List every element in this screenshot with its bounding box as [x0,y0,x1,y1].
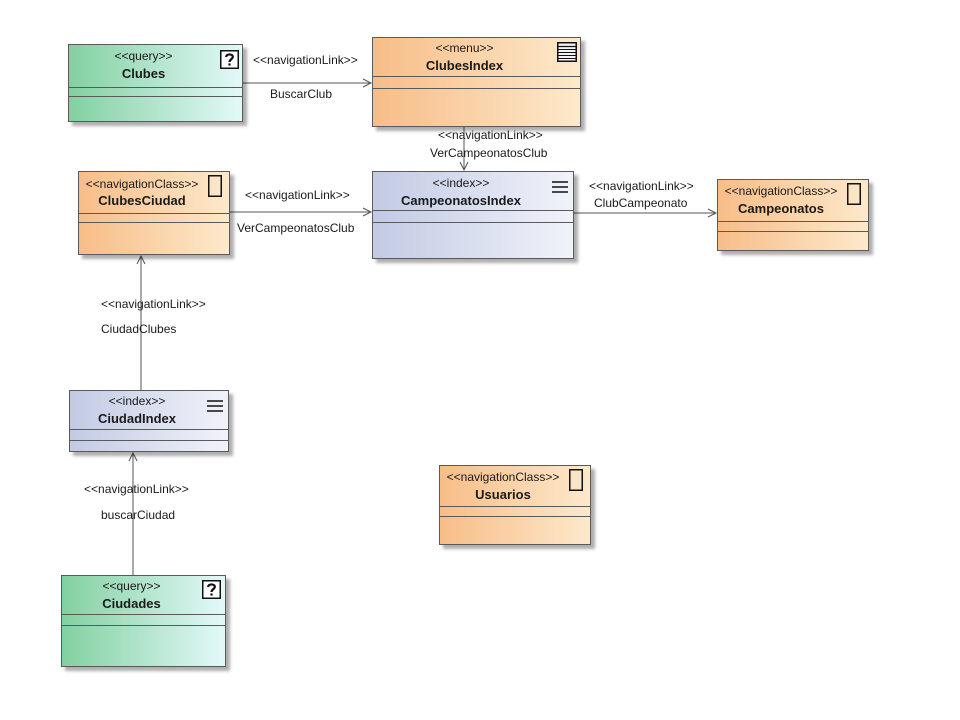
navigation-class-icon [208,175,222,197]
link-name-club-campeonato: ClubCampeonato [594,196,688,210]
question-icon [202,580,221,599]
compartment-divider [69,87,242,88]
node-usuarios: <<navigationClass>> Usuarios [439,465,591,545]
node-stereotype: <<navigationClass>> [724,184,838,198]
compartment-divider [373,210,573,211]
compartment-divider [373,76,580,77]
node-stereotype: <<navigationClass>> [446,470,560,484]
link-name-ciudad-clubes: CiudadClubes [101,322,177,336]
compartment-divider [69,96,242,97]
link-name-buscar-ciudad: buscarCiudad [101,508,176,522]
node-clubes-ciudad: <<navigationClass>> ClubesCiudad [78,171,230,255]
node-name: Usuarios [475,487,531,502]
node-clubes-index: <<menu>> ClubesIndex [372,37,581,127]
node-ciudades: <<query>> Ciudades [61,575,226,667]
node-stereotype: <<index>> [432,176,490,190]
node-stereotype: <<index>> [108,394,166,408]
link-arrow-buscar-club [243,78,373,88]
link-stereotype-ciudad-clubes: <<navigationLink>> [101,297,206,311]
node-name: Campeonatos [738,201,824,216]
node-name: ClubesCiudad [98,193,186,208]
question-icon [220,50,239,69]
arrowhead [707,208,718,218]
link-stereotype-club-campeonato: <<navigationLink>> [589,179,694,193]
arrowhead [362,78,373,88]
link-arrow-buscar-ciudad [128,451,138,575]
node-name: Ciudades [102,596,161,611]
navigation-class-icon [569,469,583,491]
index-icon [552,181,568,193]
arrowhead [362,207,373,217]
link-stereotype-ver-campeonatos-club-horizontal: <<navigationLink>> [245,188,350,202]
node-ciudad-index: <<index>> CiudadIndex [69,390,229,452]
compartment-divider [70,440,228,441]
compartment-divider [440,516,590,517]
menu-icon [557,42,577,62]
compartment-divider [62,614,225,615]
link-arrow-club-campeonato [574,208,718,218]
node-name: ClubesIndex [425,58,504,73]
node-stereotype: <<navigationClass>> [85,177,199,191]
link-arrow-ver-campeonatos-club-vertical [459,127,469,172]
node-campeonatos: <<navigationClass>> Campeonatos [717,179,869,251]
compartment-divider [79,222,229,223]
link-stereotype-buscar-club: <<navigationLink>> [253,53,358,67]
navigation-class-icon [847,183,861,205]
node-name: Clubes [121,66,166,81]
compartment-divider [62,625,225,626]
index-icon [207,400,223,412]
node-name: CampeonatosIndex [401,193,521,208]
compartment-divider [373,222,573,223]
link-name-ver-campeonatos-club-vertical: VerCampeonatosClub [430,146,548,160]
node-stereotype: <<query>> [102,579,161,593]
compartment-divider [440,506,590,507]
link-stereotype-buscar-ciudad: <<navigationLink>> [84,482,189,496]
link-arrow-ciudad-clubes [136,254,146,390]
node-campeonatos-index: <<index>> CampeonatosIndex [372,171,574,259]
compartment-divider [718,231,868,232]
arrowhead [136,254,146,265]
link-name-ver-campeonatos-club-horizontal: VerCampeonatosClub [237,221,355,235]
link-stereotype-ver-campeonatos-club-vertical: <<navigationLink>> [438,128,543,142]
link-name-buscar-club: BuscarClub [270,87,333,101]
node-stereotype: <<query>> [114,49,173,63]
compartment-divider [70,429,228,430]
node-clubes: <<query>> Clubes [68,44,243,122]
arrowhead [459,161,469,172]
arrowhead [128,451,138,462]
compartment-divider [373,88,580,89]
compartment-divider [79,213,229,214]
node-stereotype: <<menu>> [435,41,494,55]
compartment-divider [718,221,868,222]
link-arrow-ver-campeonatos-club-horizontal [230,207,373,217]
node-name: CiudadIndex [97,411,176,426]
